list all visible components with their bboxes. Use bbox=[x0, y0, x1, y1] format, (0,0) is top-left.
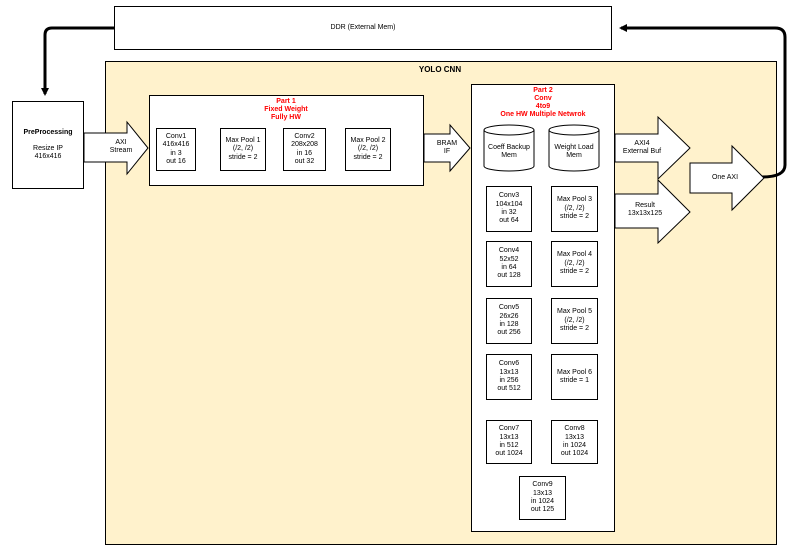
one-axi-arrow bbox=[689, 144, 765, 212]
coeff-backup-mem-label: Coeff Backup Mem bbox=[488, 144, 530, 160]
axi4-external-buf-arrow bbox=[614, 115, 691, 181]
maxpool2-block: Max Pool 2 (/2, /2) stride = 2 bbox=[345, 128, 391, 171]
conv9-block: Conv9 13x13 in 1024 out 125 bbox=[519, 476, 566, 520]
axi-stream-label: AXI Stream bbox=[109, 139, 133, 155]
maxpool6-block: Max Pool 6 stride = 1 bbox=[551, 354, 598, 400]
conv3-label: Conv3 104x104 in 32 out 64 bbox=[495, 192, 523, 225]
conv8-label: Conv8 13x13 in 1024 out 1024 bbox=[560, 425, 589, 458]
conv5-label: Conv5 26x26 in 128 out 256 bbox=[497, 304, 521, 337]
maxpool1-block: Max Pool 1 (/2, /2) stride = 2 bbox=[220, 128, 266, 171]
maxpool6-label: Max Pool 6 stride = 1 bbox=[556, 368, 593, 384]
bram-if-arrow bbox=[423, 123, 471, 173]
part2-header: Part 2 Conv 4to9 One HW Multiple Netwrok bbox=[500, 87, 586, 119]
maxpool4-block: Max Pool 4 (/2, /2) stride = 2 bbox=[551, 241, 598, 287]
conv2-block: Conv2 208x208 in 16 out 32 bbox=[283, 128, 326, 171]
preprocessing-subtitle: Resize IP 416x416 bbox=[33, 145, 63, 161]
axi-stream-arrow bbox=[83, 120, 149, 176]
weight-load-mem-cylinder bbox=[548, 124, 600, 172]
ddr-block: DDR (External Mem) bbox=[114, 6, 612, 50]
conv4-label: Conv4 52x52 in 64 out 128 bbox=[497, 247, 521, 280]
conv6-label: Conv6 13x13 in 256 out 512 bbox=[497, 360, 521, 393]
preprocessing-title: PreProcessing bbox=[23, 129, 73, 136]
weight-load-mem-label: Weight Load Mem bbox=[554, 144, 594, 160]
ddr-to-preprocessing-connector bbox=[41, 26, 114, 96]
one-axi-to-ddr-connector bbox=[619, 24, 787, 179]
yolo-cnn-title: YOLO CNN bbox=[418, 65, 462, 74]
ddr-label: DDR (External Mem) bbox=[330, 23, 396, 31]
maxpool4-label: Max Pool 4 (/2, /2) stride = 2 bbox=[556, 251, 593, 276]
maxpool3-block: Max Pool 3 (/2, /2) stride = 2 bbox=[551, 186, 598, 232]
one-axi-label: One AXI bbox=[711, 174, 739, 181]
coeff-backup-mem-cylinder bbox=[483, 124, 535, 172]
maxpool3-label: Max Pool 3 (/2, /2) stride = 2 bbox=[556, 196, 593, 221]
maxpool1-label: Max Pool 1 (/2, /2) stride = 2 bbox=[225, 136, 261, 161]
conv1-block: Conv1 416x416 in 3 out 16 bbox=[156, 128, 196, 171]
conv7-label: Conv7 13x13 in 512 out 1024 bbox=[495, 425, 523, 458]
result-arrow bbox=[614, 178, 691, 245]
axi4-external-buf-label: AXI4 External Buf bbox=[622, 140, 662, 156]
conv5-block: Conv5 26x26 in 128 out 256 bbox=[486, 298, 532, 344]
maxpool5-label: Max Pool 5 (/2, /2) stride = 2 bbox=[556, 308, 593, 333]
conv6-block: Conv6 13x13 in 256 out 512 bbox=[486, 354, 532, 400]
conv7-block: Conv7 13x13 in 512 out 1024 bbox=[486, 420, 532, 464]
result-label: Result 13x13x125 bbox=[627, 202, 663, 218]
conv2-label: Conv2 208x208 in 16 out 32 bbox=[291, 132, 318, 165]
conv8-block: Conv8 13x13 in 1024 out 1024 bbox=[551, 420, 598, 464]
conv4-block: Conv4 52x52 in 64 out 128 bbox=[486, 241, 532, 287]
conv1-label: Conv1 416x416 in 3 out 16 bbox=[162, 132, 190, 165]
bram-if-label: BRAM IF bbox=[436, 140, 458, 156]
maxpool2-label: Max Pool 2 (/2, /2) stride = 2 bbox=[350, 136, 386, 161]
part1-header: Part 1 Fixed Weight Fully HW bbox=[264, 98, 308, 122]
maxpool5-block: Max Pool 5 (/2, /2) stride = 2 bbox=[551, 298, 598, 344]
conv9-label: Conv9 13x13 in 1024 out 125 bbox=[530, 481, 555, 514]
conv3-block: Conv3 104x104 in 32 out 64 bbox=[486, 186, 532, 232]
